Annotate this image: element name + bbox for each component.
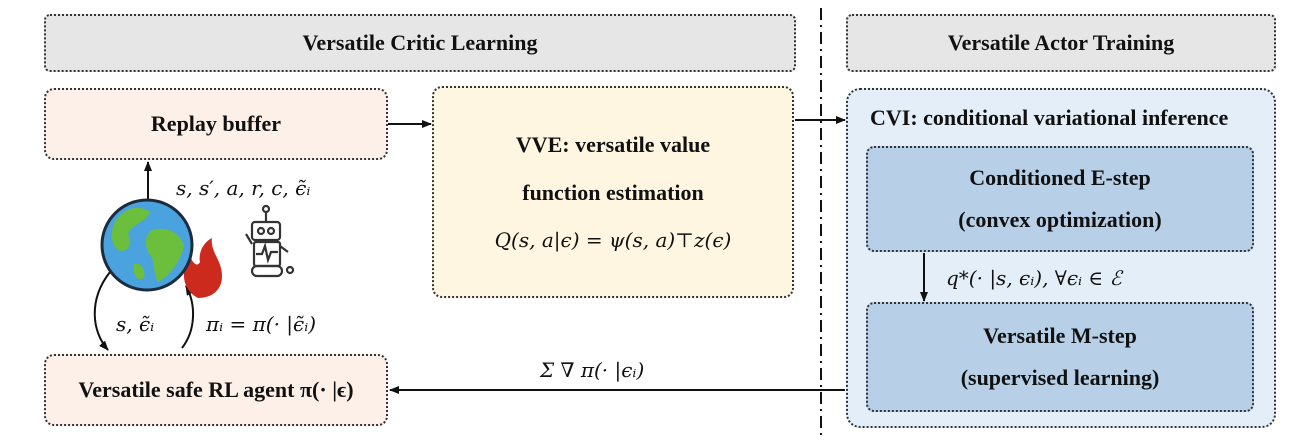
mstep-box: Versatile M-step (supervised learning) <box>866 302 1254 412</box>
actor-header-text: Versatile Actor Training <box>947 30 1175 55</box>
gradient-label: Σ ∇ π(· |ϵᵢ) <box>540 358 645 382</box>
vve-formula: Q(s, a|ϵ) = ψ(s, a)⊤z(ϵ) <box>494 228 732 252</box>
qstar-label: q*(· |s, ϵᵢ), ∀ϵᵢ ∈ ℰ <box>946 266 1122 290</box>
vve-title-line1: VVE: versatile value <box>515 132 711 157</box>
critic-header: Versatile Critic Learning <box>44 14 796 72</box>
policy-label: πᵢ = π(· |ϵ̃ᵢ) <box>206 312 317 336</box>
estep-line2: (convex optimization) <box>958 207 1162 232</box>
mstep-line1: Versatile M-step <box>983 323 1137 348</box>
cvi-title: CVI: conditional variational inference <box>870 105 1229 130</box>
replay-buffer-label: Replay buffer <box>150 111 282 136</box>
fire-icon <box>183 238 222 298</box>
transition-tuple-label: s, s′, a, r, c, ϵ̃ᵢ <box>176 176 311 200</box>
agent-box: Versatile safe RL agent π(· |ϵ) <box>44 354 388 426</box>
arrow-env-to-agent <box>93 271 111 351</box>
arrow-agent-to-env <box>181 285 195 349</box>
critic-header-text: Versatile Critic Learning <box>302 30 538 55</box>
estep-box: Conditioned E-step (convex optimization) <box>866 146 1254 252</box>
state-label: s, ϵ̃ᵢ <box>116 312 155 336</box>
actor-header: Versatile Actor Training <box>846 14 1276 72</box>
replay-buffer-box: Replay buffer <box>44 88 388 160</box>
earth-globe-icon <box>100 198 194 292</box>
estep-line1: Conditioned E-step <box>969 165 1151 190</box>
vve-box: VVE: versatile value function estimation… <box>432 86 794 298</box>
agent-label: Versatile safe RL agent π(· |ϵ) <box>78 377 354 402</box>
mstep-line2: (supervised learning) <box>960 365 1160 390</box>
vve-title-line2: function estimation <box>522 180 704 205</box>
robot-icon <box>245 204 295 278</box>
